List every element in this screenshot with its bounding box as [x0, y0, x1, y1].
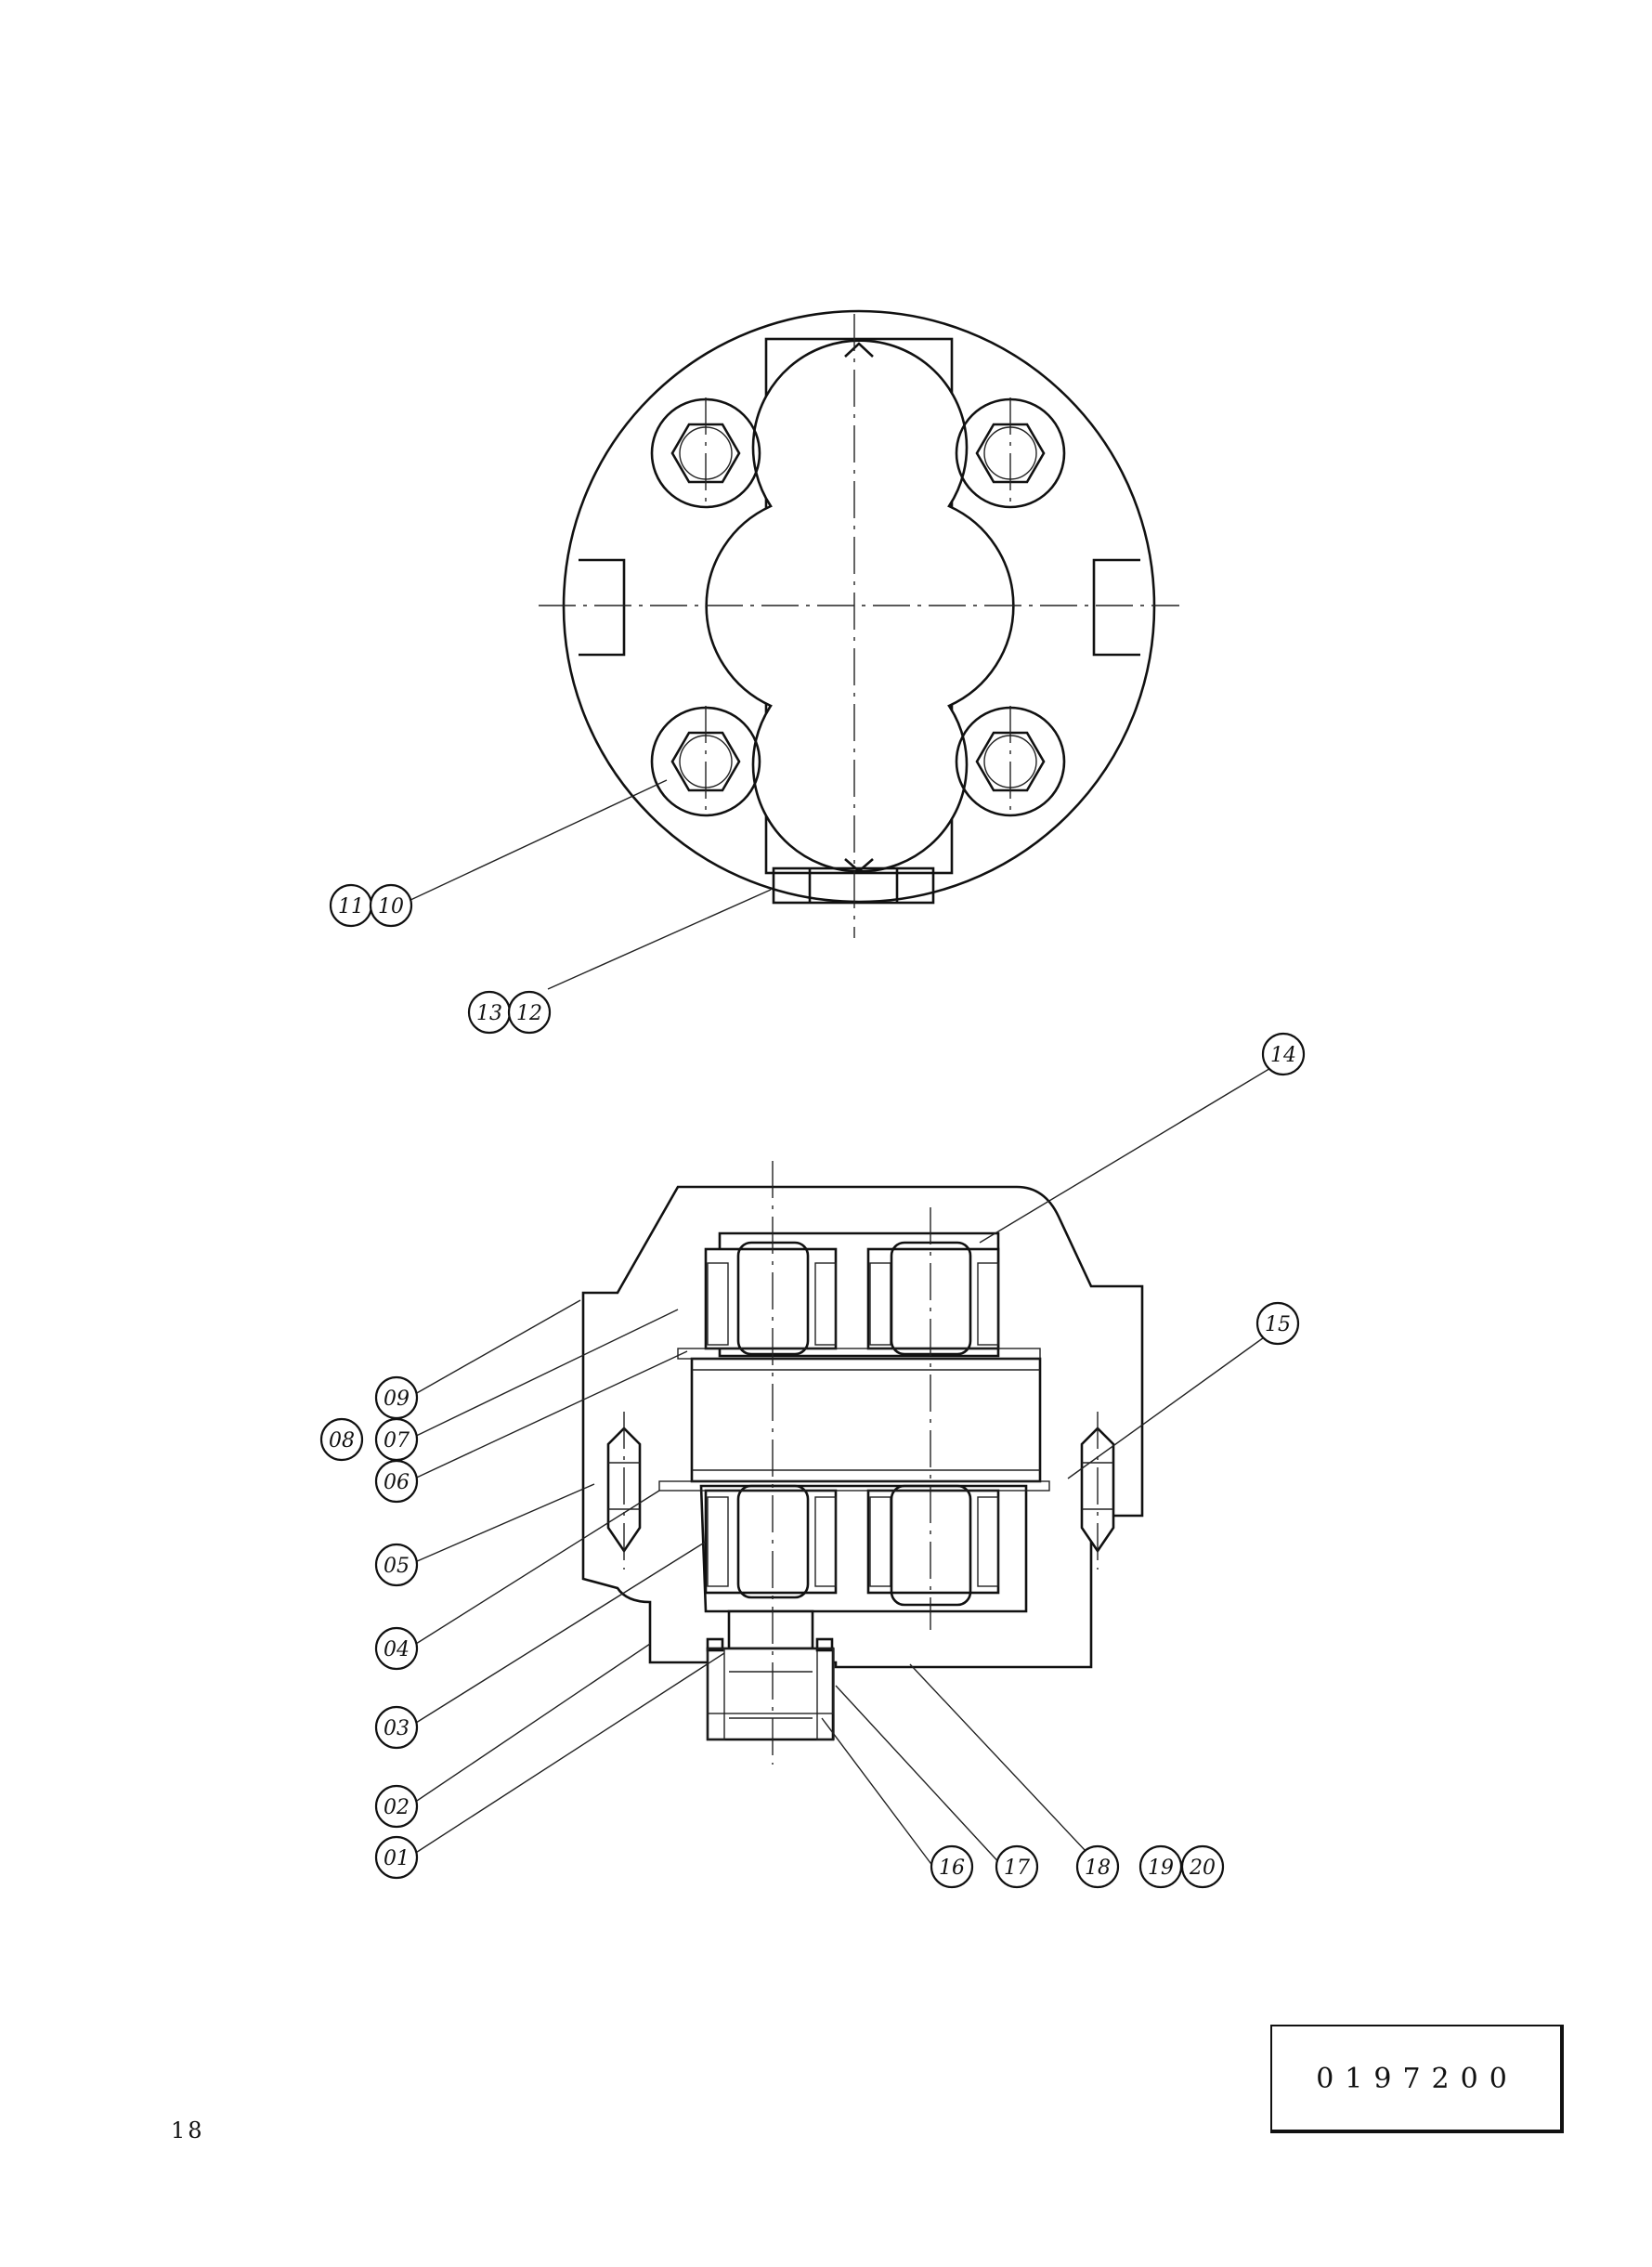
leaders-top	[408, 779, 772, 990]
svg-text:19: 19	[1148, 1857, 1174, 1880]
svg-text:03: 03	[384, 1717, 410, 1740]
svg-text:17: 17	[1004, 1857, 1030, 1880]
svg-text:10: 10	[378, 895, 404, 919]
callout-20: 20	[1180, 1844, 1225, 1889]
svg-text:05: 05	[384, 1555, 410, 1578]
callout-19: 19	[1138, 1844, 1183, 1889]
callout-14: 14	[1261, 1032, 1306, 1076]
svg-text:06: 06	[384, 1471, 410, 1494]
svg-text:16: 16	[939, 1857, 965, 1880]
callout-05: 05	[374, 1543, 419, 1587]
svg-text:12: 12	[516, 1002, 542, 1025]
svg-text:01: 01	[384, 1847, 410, 1870]
svg-text:07: 07	[384, 1429, 410, 1453]
svg-text:20: 20	[1189, 1857, 1216, 1880]
drawing-number: 0197200	[1316, 2063, 1518, 2095]
callout-06: 06	[374, 1459, 419, 1504]
drawing-number-box: 0197200	[1270, 2025, 1564, 2133]
callout-10: 10	[369, 883, 413, 928]
callout-08: 08	[319, 1417, 364, 1462]
svg-text:18: 18	[1085, 1857, 1111, 1880]
callout-07: 07	[374, 1417, 419, 1462]
page-number: 18	[171, 2117, 205, 2143]
callout-02: 02	[374, 1784, 419, 1829]
callout-15: 15	[1255, 1301, 1300, 1346]
callout-16: 16	[930, 1844, 974, 1889]
section-view	[581, 1161, 1144, 1765]
svg-text:13: 13	[476, 1002, 502, 1025]
callout-03: 03	[374, 1705, 419, 1750]
callout-04: 04	[374, 1626, 419, 1671]
svg-text:08: 08	[329, 1429, 355, 1453]
leaders-section	[408, 1058, 1287, 1868]
svg-text:02: 02	[384, 1796, 410, 1819]
callout-18: 18	[1075, 1844, 1120, 1889]
svg-text:11: 11	[338, 895, 364, 919]
callout-13: 13	[467, 990, 512, 1035]
callout-17: 17	[995, 1844, 1039, 1889]
end-view	[539, 309, 1179, 938]
callout-12: 12	[507, 990, 552, 1035]
svg-text:14: 14	[1270, 1044, 1296, 1067]
callout-01: 01	[374, 1835, 419, 1880]
callout-09: 09	[374, 1375, 419, 1420]
svg-text:15: 15	[1265, 1313, 1291, 1336]
svg-text:04: 04	[384, 1638, 410, 1661]
svg-text:09: 09	[384, 1388, 410, 1411]
callout-11: 11	[329, 883, 373, 928]
